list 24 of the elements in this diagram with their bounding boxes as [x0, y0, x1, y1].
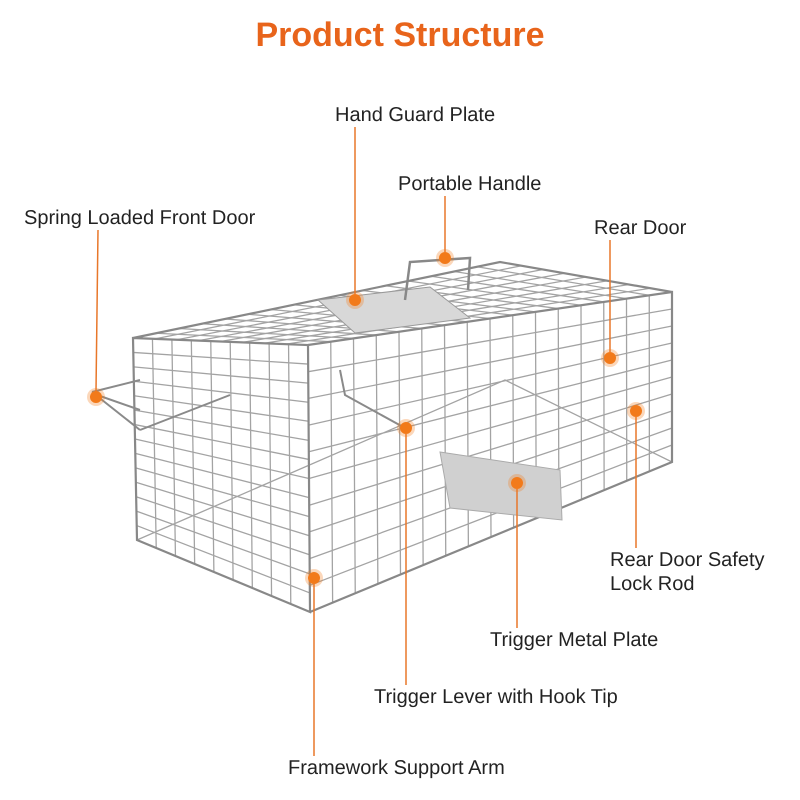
marker-dot: [308, 572, 320, 584]
leader-line: [405, 434, 407, 685]
leader-line: [444, 196, 446, 252]
marker-dot: [630, 405, 642, 417]
leader-line: [609, 240, 611, 352]
part-label: Framework Support Arm: [288, 756, 558, 780]
marker-dot: [90, 391, 102, 403]
leader-line: [95, 230, 99, 391]
part-label: Trigger Metal Plate: [490, 628, 710, 652]
marker-dot: [400, 422, 412, 434]
marker-dot: [604, 352, 616, 364]
part-label: Rear Door: [594, 216, 714, 240]
marker-dot: [439, 252, 451, 264]
leader-line: [313, 584, 315, 756]
leader-line: [516, 489, 518, 628]
marker-dot: [349, 294, 361, 306]
part-label: Spring Loaded Front Door: [24, 206, 314, 230]
leader-line: [354, 127, 356, 294]
leader-line: [635, 417, 637, 548]
part-label: Rear Door Safety Lock Rod: [610, 548, 790, 596]
part-label: Trigger Lever with Hook Tip: [374, 685, 674, 709]
part-label: Hand Guard Plate: [335, 103, 535, 127]
part-label: Portable Handle: [398, 172, 548, 196]
title: Product Structure: [254, 16, 546, 55]
